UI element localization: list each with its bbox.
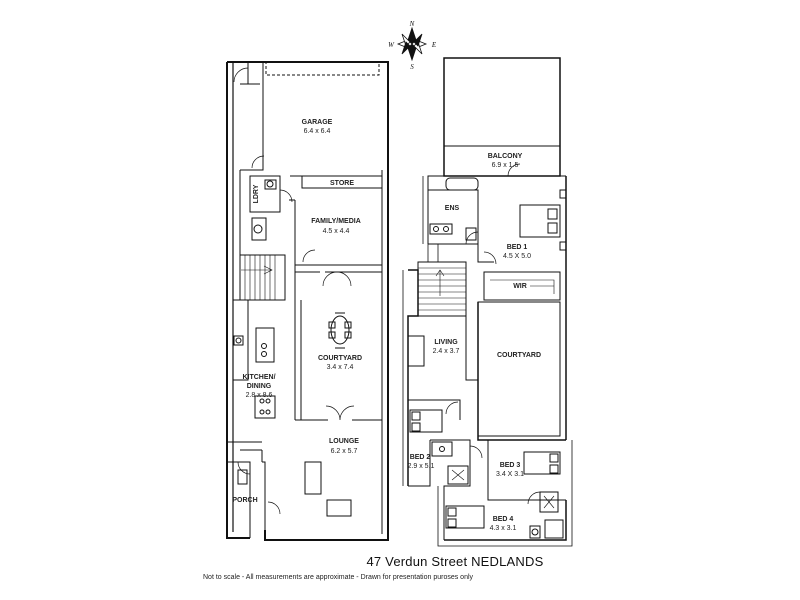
room-label-courtyard-upper: COURTYARD xyxy=(497,352,541,359)
room-label-bed4: BED 4 xyxy=(493,516,514,523)
room-dims-living: 2.4 x 3.7 xyxy=(433,348,460,355)
room-label-balcony: BALCONY xyxy=(488,153,523,160)
room-dims-bed3: 3.4 X 3.1 xyxy=(496,471,524,478)
room-dims-bed1: 4.5 X 5.0 xyxy=(503,253,531,260)
room-dims-courtyard: 3.4 x 7.4 xyxy=(327,364,354,371)
room-dims-bed4: 4.3 x 3.1 xyxy=(490,525,517,532)
room-dims-garage: 6.4 x 6.4 xyxy=(304,128,331,135)
room-label-bed3: BED 3 xyxy=(500,462,521,469)
room-dims-family-media: 4.5 x 4.4 xyxy=(323,228,350,235)
room-dims-kitchen-dining: 2.8 x 8.6 xyxy=(246,392,273,399)
compass-south: S xyxy=(410,63,414,71)
room-label-ens: ENS xyxy=(445,205,460,212)
compass-north: N xyxy=(409,20,415,28)
room-label-garage: GARAGE xyxy=(302,119,333,126)
property-address: 47 Verdun Street NEDLANDS xyxy=(366,554,544,569)
room-label-lounge: LOUNGE xyxy=(329,438,359,445)
disclaimer-note: Not to scale - All measurements are appr… xyxy=(203,574,474,581)
compass-rose-icon xyxy=(396,26,428,62)
room-dims-balcony: 6.9 x 1.5 xyxy=(492,162,519,169)
room-dims-bed2: 2.9 x 5.1 xyxy=(408,463,435,470)
room-dims-lounge: 6.2 x 5.7 xyxy=(331,448,358,455)
room-label-wir: WIR xyxy=(513,283,527,290)
ground-floor xyxy=(226,61,389,541)
compass-east: E xyxy=(431,41,437,49)
room-label-family-media: FAMILY/MEDIA xyxy=(311,218,361,225)
room-label-store: STORE xyxy=(330,180,354,187)
room-label-dining: DINING xyxy=(247,383,272,390)
room-label-bed2: BED 2 xyxy=(410,454,431,461)
room-label-kitchen: KITCHEN/ xyxy=(242,374,275,381)
upper-floor xyxy=(402,57,573,547)
compass-west: W xyxy=(388,41,395,49)
room-label-courtyard: COURTYARD xyxy=(318,355,362,362)
room-label-bed1: BED 1 xyxy=(507,244,528,251)
room-label-living: LIVING xyxy=(434,339,458,346)
room-label-porch: PORCH xyxy=(232,497,257,504)
room-label-ldry: LDRY xyxy=(253,184,260,203)
